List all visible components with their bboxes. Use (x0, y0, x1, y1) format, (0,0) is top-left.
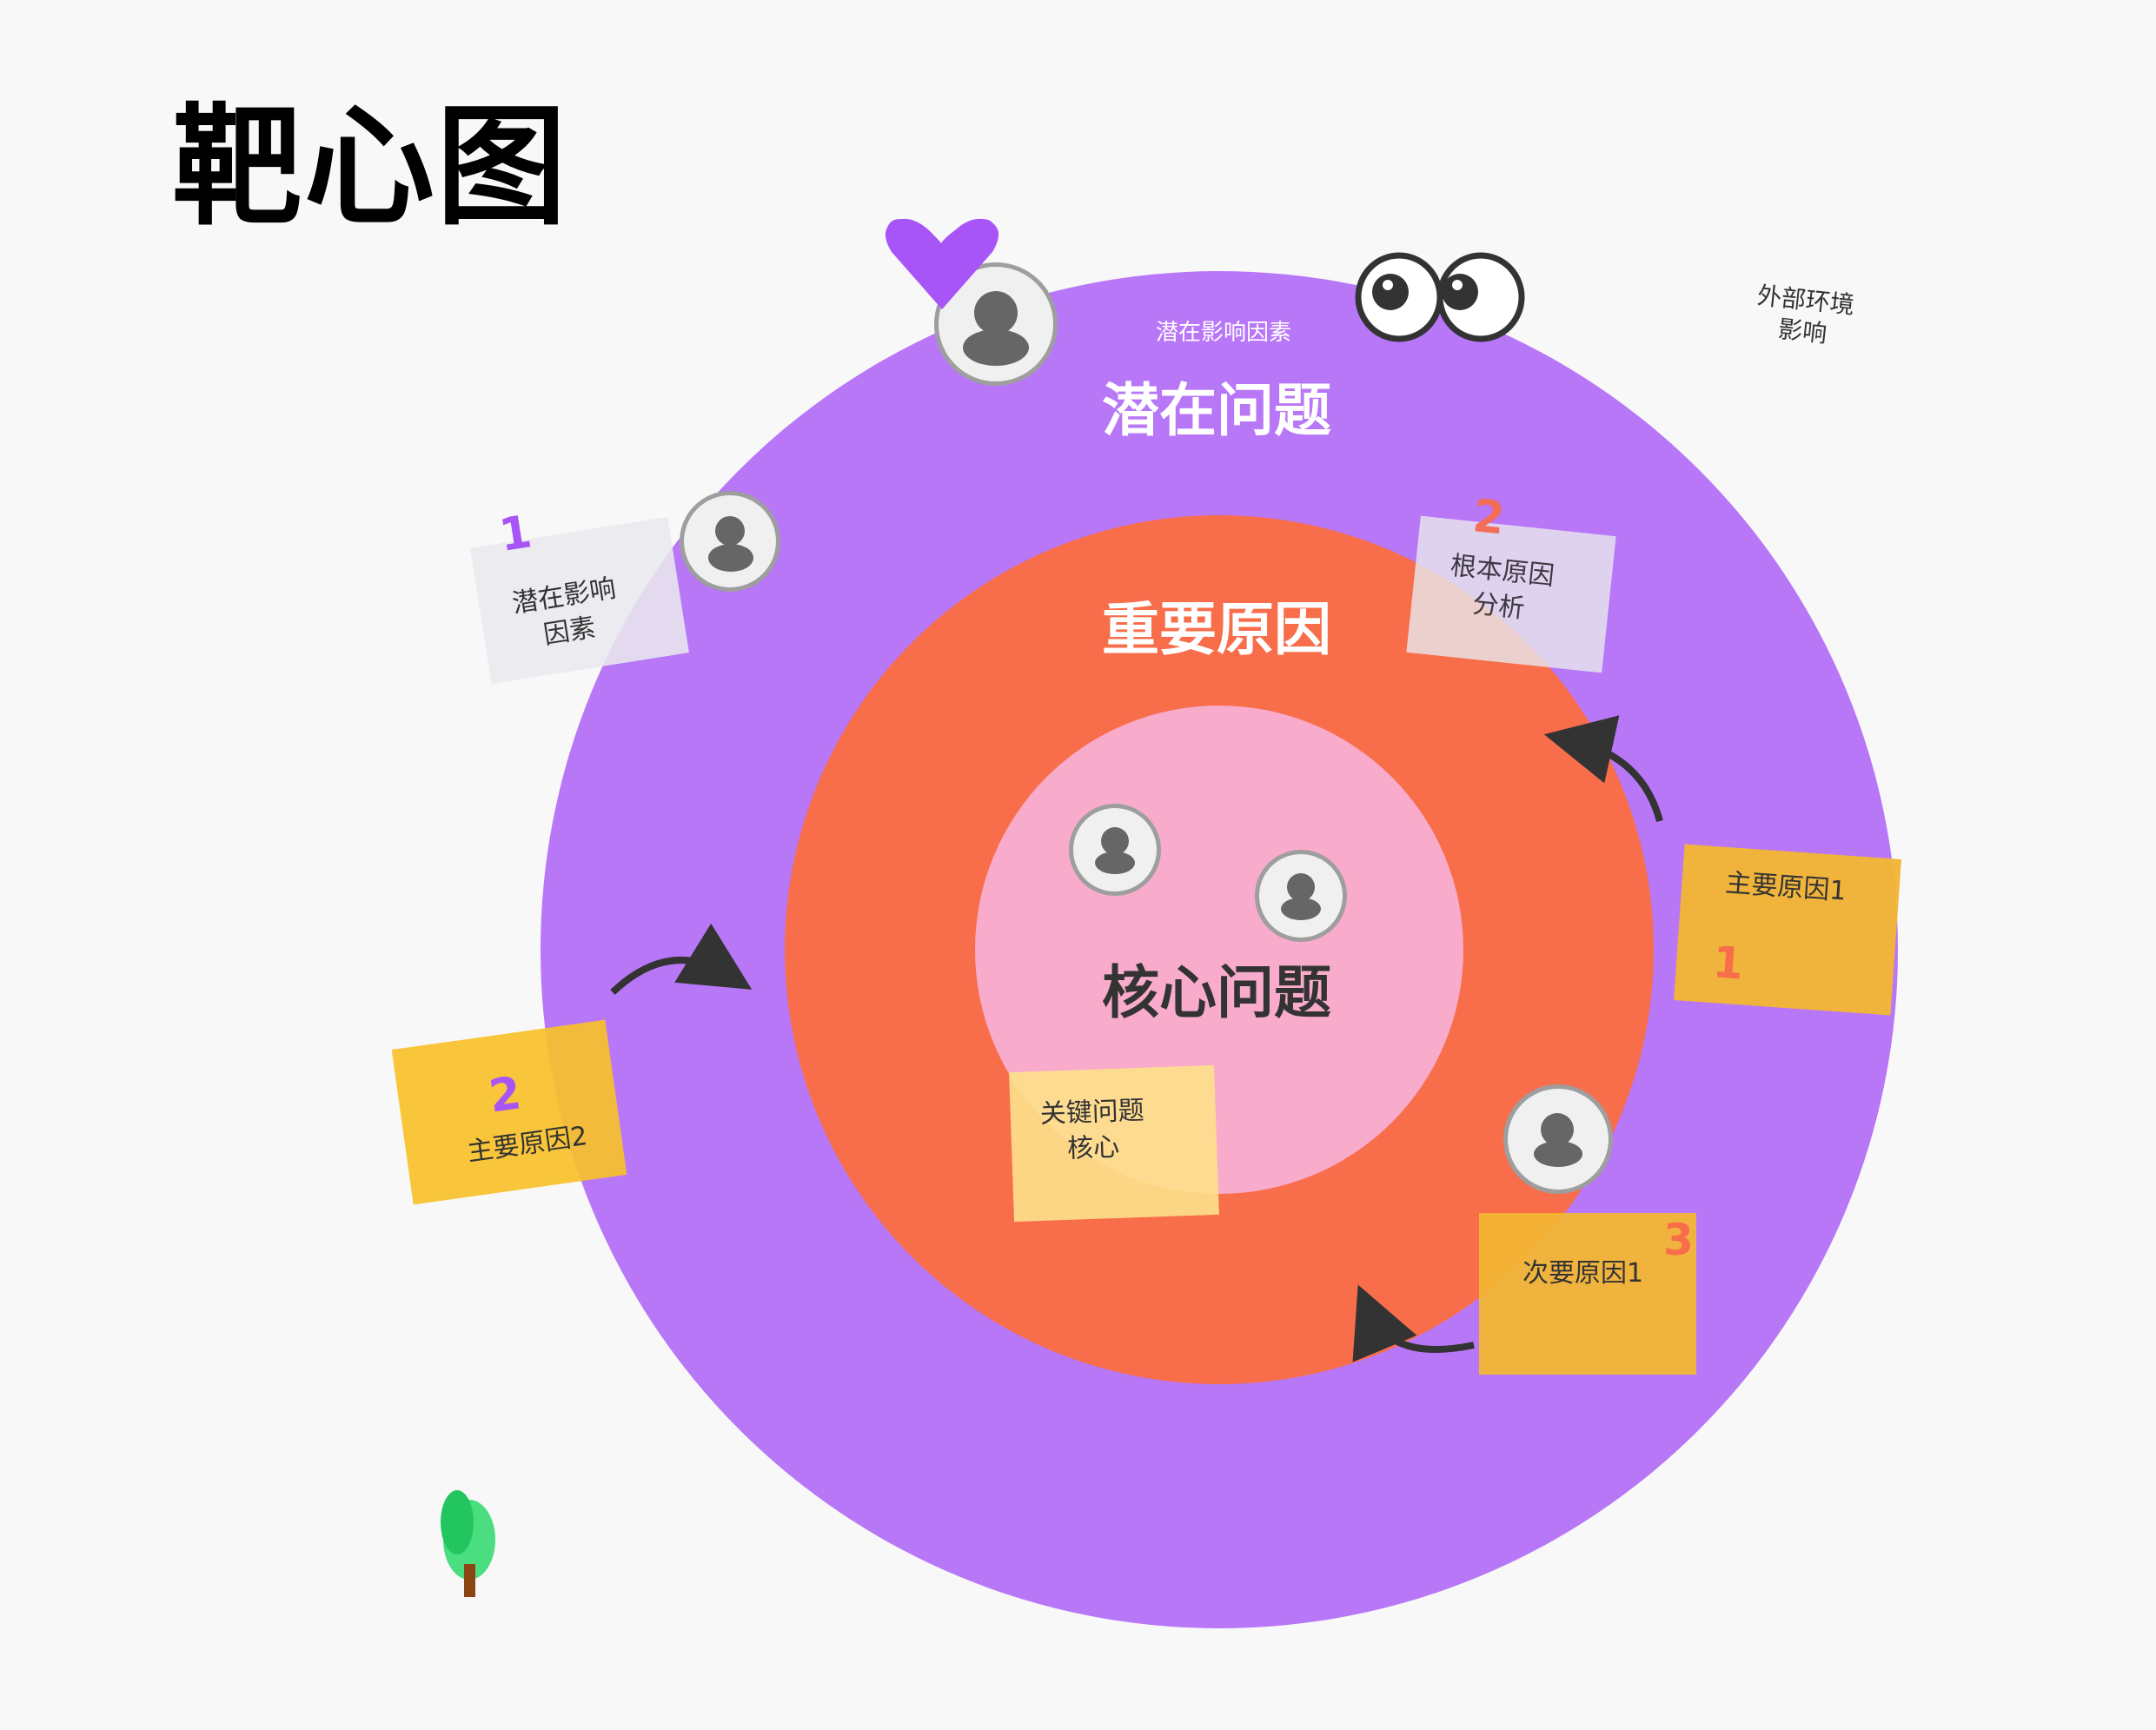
inner-ring-label: 核心问题 (1102, 959, 1331, 1026)
user-avatar-body (708, 544, 753, 572)
note-number: 3 (1663, 1215, 1694, 1265)
middle-ring-label: 重要原因 (1102, 596, 1331, 663)
heart-icon-shape (885, 218, 999, 309)
user-avatar-icon (1541, 1113, 1574, 1146)
user-avatar-body (1534, 1141, 1582, 1167)
user-avatar-icon (974, 291, 1018, 335)
user-avatar-icon (1101, 827, 1129, 855)
googly-eyes-icon (1355, 252, 1525, 342)
avatar-inner-1[interactable] (1069, 804, 1161, 896)
avatar-right-lower[interactable] (1503, 1084, 1613, 1194)
outer-ring-sublabel: 潜在影响因素 (1155, 320, 1292, 346)
user-avatar-icon (1287, 873, 1315, 901)
avatar-inner-2[interactable] (1255, 850, 1347, 942)
arrow-icon-right-upper (1543, 715, 1663, 823)
avatar-left-upper[interactable] (680, 491, 780, 592)
user-avatar-body (1281, 898, 1321, 920)
tree-icon (441, 1490, 495, 1597)
note-secondary-cause-1[interactable]: 3 次要原因1 (1479, 1213, 1696, 1375)
note-text: 次要原因1 (1522, 1258, 1644, 1289)
arrow-icon-bottom-right (1352, 1284, 1475, 1362)
user-avatar-body (1095, 852, 1135, 874)
page-title: 靶心图 (172, 92, 569, 243)
outer-ring-label: 潜在问题 (1102, 377, 1331, 444)
user-avatar-icon (715, 516, 745, 546)
arrow-icon-left (610, 923, 753, 995)
user-avatar-body (963, 329, 1029, 366)
